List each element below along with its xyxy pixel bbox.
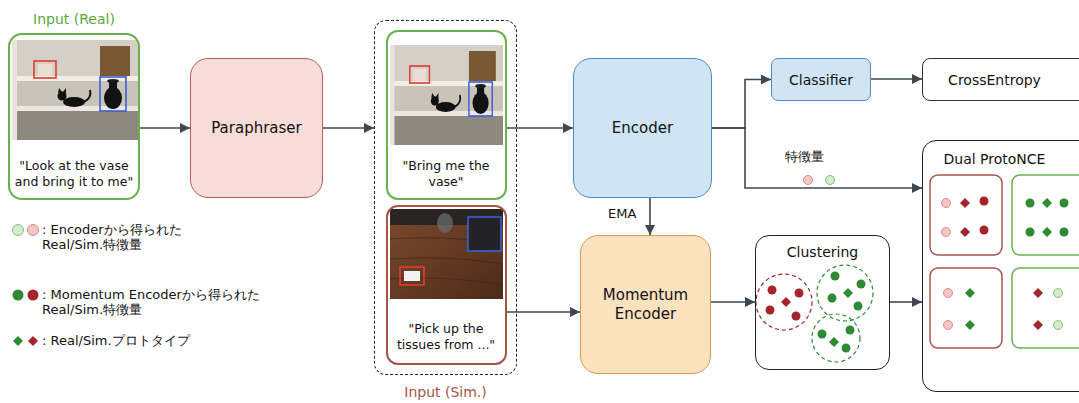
loss-box: CrossEntropy (922, 58, 1079, 101)
node-label: Paraphraser (211, 119, 302, 138)
clustering-box: Clustering (755, 235, 890, 370)
loss-panel (965, 288, 975, 298)
legend-text: : Momentum Encoderから得られた Real/Sim.特徴量 (42, 287, 282, 317)
input-panel: Input (Real)"Look at the vase and bring … (8, 33, 140, 200)
node-label: "Bring me the vase" (392, 158, 501, 190)
group-heading: Input (Real) (0, 10, 158, 28)
node-label: Encoder (612, 119, 673, 138)
node-label: Clustering (787, 243, 858, 261)
loss-panel (1054, 321, 1063, 330)
group-heading: Input (Sim.) (355, 383, 536, 401)
legend-text: : Encoderから得られた Real/Sim.特徴量 (42, 222, 202, 252)
input-panel: "Bring me the vase" (386, 30, 507, 200)
cluster-plot (756, 265, 873, 362)
cluster-plot (812, 314, 860, 362)
loss-panel (1033, 320, 1043, 330)
loss-panel (960, 227, 970, 237)
loss-panel (944, 321, 953, 330)
legend-text: : Real/Sim.プロトタイプ (42, 333, 282, 348)
cluster-plot (831, 272, 840, 281)
node-label: "Pick up the tissues from ..." (392, 321, 501, 353)
loss-panel (965, 320, 975, 330)
cluster-plot (843, 288, 853, 298)
cluster-plot (828, 294, 837, 303)
connector-arrow (140, 127, 190, 129)
connector-arrow (712, 128, 922, 188)
loss-panel (1012, 175, 1079, 255)
loss-panel (1042, 227, 1052, 237)
encoder-box: Momentum Encoder (580, 235, 711, 374)
loss-panel (1042, 198, 1052, 208)
connector-arrow (649, 198, 651, 235)
real-photo (390, 45, 503, 145)
cluster-plot (781, 297, 791, 307)
edge-label: EMA (606, 206, 638, 222)
node-label: Classifier (789, 71, 853, 89)
loss-panel (1033, 288, 1043, 298)
process-box: Paraphraser (190, 58, 323, 198)
cluster-plot (846, 326, 855, 335)
feature-dot (804, 176, 835, 185)
loss-box: Dual ProtoNCE (922, 140, 1079, 392)
node-label: "Look at the vase and bring it to me" (14, 158, 134, 190)
cluster-plot (792, 312, 801, 321)
cluster-plot (829, 337, 839, 347)
connector-arrow (507, 311, 581, 313)
loss-panel (1012, 268, 1079, 348)
cluster-plot (857, 280, 866, 289)
loss-panel (1054, 289, 1063, 298)
cluster-plot (766, 306, 775, 315)
classifier-box: Classifier (771, 58, 871, 101)
legend-symbol (13, 225, 39, 347)
legend-symbol (28, 290, 39, 301)
loss-panel (1026, 199, 1035, 208)
loss-panel (980, 226, 989, 235)
loss-panel (930, 175, 1002, 255)
group-box: Input (Sim.)"Bring me the vase""Pick up … (374, 20, 517, 375)
loss-panel (980, 197, 989, 206)
node-label: CrossEntropy (948, 71, 1041, 89)
loss-panel (930, 175, 1079, 348)
cluster-plot (768, 286, 777, 295)
loss-panel (1060, 199, 1069, 208)
cluster-plot (842, 344, 851, 353)
sim-photo (390, 209, 503, 299)
node-label: Momentum Encoder (587, 286, 704, 324)
cluster-plot (817, 265, 873, 321)
loss-panel (930, 268, 1002, 348)
loss-panel (1026, 228, 1035, 237)
loss-panel (1060, 228, 1069, 237)
encoder-box: Encoder (573, 58, 712, 198)
feature-dot (804, 176, 813, 185)
connector-arrow (323, 127, 374, 129)
feature-dot (826, 176, 835, 185)
cluster-plot (854, 302, 863, 311)
loss-panel (942, 199, 951, 208)
legend-symbol (28, 336, 38, 346)
connector-arrow (890, 301, 922, 303)
legend-symbol (13, 225, 24, 236)
sim-photo (390, 209, 503, 299)
cluster-plot (818, 330, 827, 339)
legend-symbol (28, 225, 39, 236)
connector-arrow (711, 301, 755, 303)
legend-symbol (13, 336, 23, 346)
cluster-plot (756, 274, 812, 330)
node-label: Dual ProtoNCE (944, 150, 1046, 168)
connector-arrow (712, 80, 771, 129)
real-photo (12, 40, 138, 140)
connector-arrow (871, 78, 922, 80)
loss-panel (942, 228, 951, 237)
cluster-plot (795, 289, 804, 298)
loss-panel (960, 198, 970, 208)
input-panel: "Pick up the tissues from ..." (386, 205, 507, 365)
edge-label: 特徴量 (783, 149, 826, 165)
loss-panel (944, 289, 953, 298)
legend-symbol (13, 290, 24, 301)
